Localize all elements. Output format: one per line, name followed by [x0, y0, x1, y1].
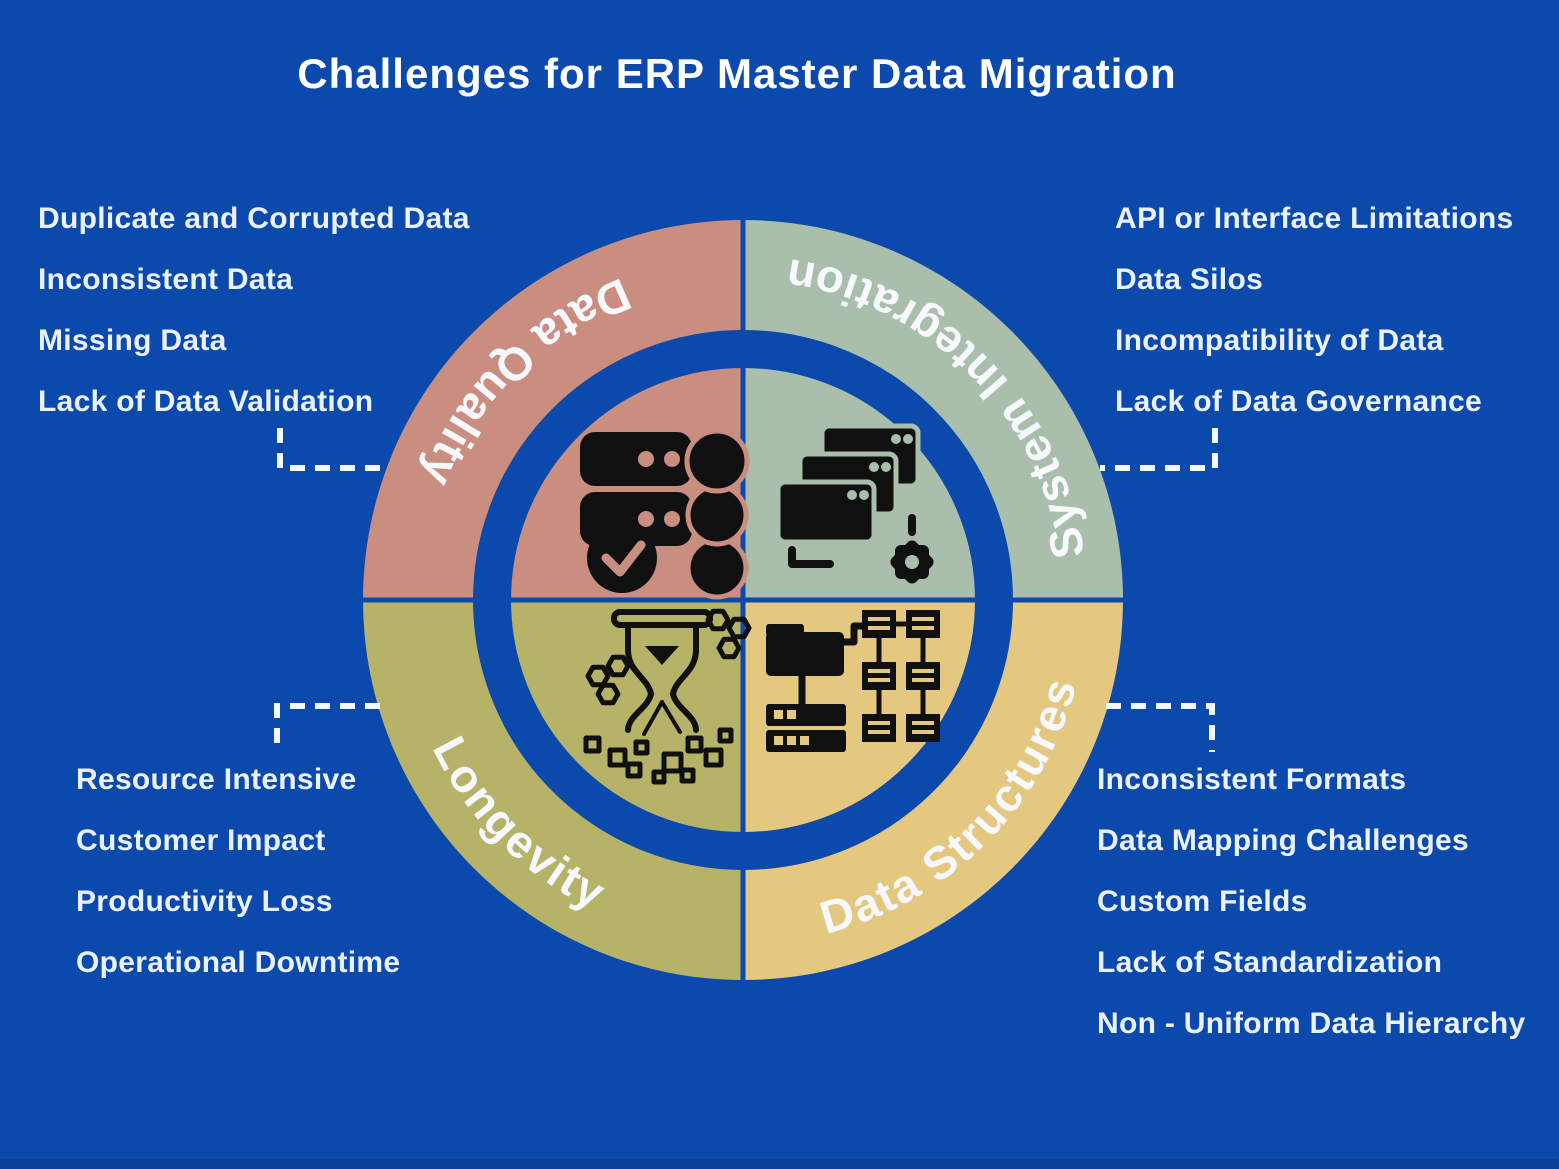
list-item: Incompatibility of Data — [1115, 323, 1444, 357]
folder-hierarchy-icon — [766, 610, 940, 752]
list-item: Data Mapping Challenges — [1097, 823, 1469, 857]
list-item: API or Interface Limitations — [1115, 201, 1514, 235]
list-item: Productivity Loss — [76, 884, 333, 918]
list-item: Inconsistent Formats — [1097, 762, 1407, 796]
bottom-strip — [0, 1159, 1559, 1169]
data-quality-items: Duplicate and Corrupted Data Inconsisten… — [38, 188, 470, 432]
hierarchy-nodes — [862, 610, 940, 742]
app-windows-gear-icon — [775, 423, 934, 584]
list-item: Inconsistent Data — [38, 262, 294, 296]
square-fragments — [583, 727, 734, 785]
list-item: Missing Data — [38, 323, 227, 357]
list-item: Lack of Standardization — [1097, 945, 1443, 979]
check-mark — [601, 540, 646, 577]
hexagon-fragments — [585, 608, 752, 706]
connector-longevity — [274, 703, 380, 752]
list-item: Custom Fields — [1097, 884, 1308, 918]
database-verified-icon — [580, 428, 750, 600]
coin-stack — [684, 428, 750, 600]
connector-data-quality — [277, 428, 388, 471]
longevity-items: Resource Intensive Customer Impact Produ… — [76, 749, 400, 993]
list-item: Customer Impact — [76, 823, 326, 857]
connector-system-integration — [1100, 428, 1218, 471]
connector-data-structures — [1106, 703, 1215, 752]
list-item: Duplicate and Corrupted Data — [38, 201, 470, 235]
list-item: Operational Downtime — [76, 945, 401, 979]
system-integration-items: API or Interface Limitations Data Silos … — [1115, 188, 1513, 432]
list-item: Lack of Data Validation — [38, 384, 374, 418]
data-structures-items: Inconsistent Formats Data Mapping Challe… — [1097, 749, 1525, 1054]
page-title: Challenges for ERP Master Data Migration — [297, 50, 1177, 97]
list-item: Lack of Data Governance — [1115, 384, 1483, 418]
list-item: Non - Uniform Data Hierarchy — [1097, 1006, 1526, 1040]
list-item: Resource Intensive — [76, 762, 357, 796]
hourglass-fragments-icon — [583, 608, 752, 785]
list-item: Data Silos — [1115, 262, 1264, 296]
